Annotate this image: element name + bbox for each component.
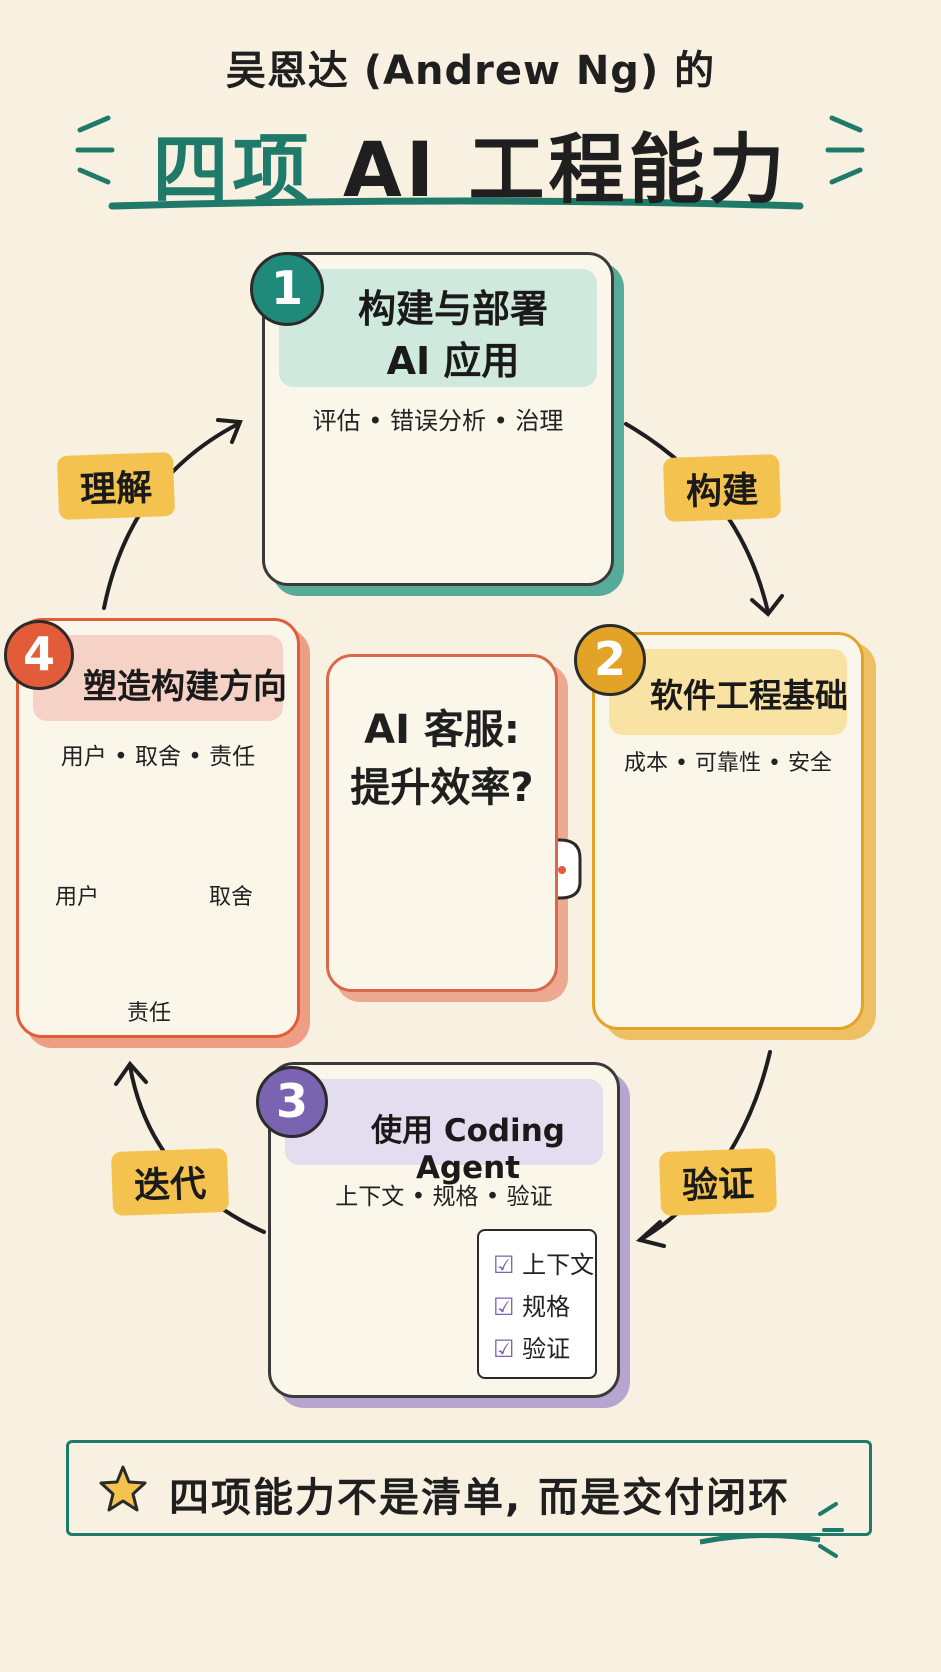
tag-verify: 验证 (658, 1147, 778, 1217)
card-subtitle: 上下文 • 规格 • 验证 (335, 1184, 553, 1210)
star-icon (99, 1465, 147, 1512)
badge-1: 1 (250, 252, 324, 326)
card-title: 构建与部署 AI 应用 (357, 287, 548, 383)
checklist-item: ☑ 上下文 (493, 1251, 595, 1279)
card-coding-agent: 使用 Coding Agent 上下文 • 规格 • 验证 ☑ 上下文 ☑ 规格… (268, 1062, 620, 1398)
checkbox-checked-icon: ☑ (493, 1335, 515, 1363)
label-responsibility: 责任 (127, 1001, 172, 1026)
tag-build: 构建 (662, 453, 782, 523)
arrow-iterate-head (114, 1060, 148, 1086)
title-dash-left-icon (75, 115, 115, 185)
page-subtitle: 吴恩达 (Andrew Ng) 的 (225, 48, 716, 94)
center-question-card: AI 客服: 提升效率? (326, 654, 558, 992)
arrow-verify-head (635, 1220, 666, 1248)
badge-4: 4 (4, 620, 74, 690)
card-subtitle: 成本 • 可靠性 • 安全 (624, 751, 832, 776)
card-subtitle: 评估 • 错误分析 • 治理 (312, 407, 564, 435)
badge-2: 2 (574, 624, 646, 696)
title-underline (108, 197, 804, 210)
title-dash-right-icon (825, 115, 865, 185)
footer-text: 四项能力不是清单, 而是交付闭环 (169, 1475, 791, 1521)
badge-3: 3 (256, 1066, 328, 1138)
center-question: AI 客服: 提升效率? (350, 707, 534, 811)
label-tradeoff: 取舍 (209, 885, 254, 910)
card-header (285, 1079, 603, 1165)
checklist-item: ☑ 规格 (493, 1293, 571, 1321)
card-title: 使用 Coding Agent (371, 1113, 565, 1186)
checkbox-checked-icon: ☑ (493, 1251, 515, 1279)
card-software-engineering: 软件工程基础 成本 • 可靠性 • 安全 (592, 632, 864, 1030)
title-highlight: 四项 (152, 125, 313, 214)
arrow-build-head (750, 594, 784, 617)
card-header (609, 649, 847, 735)
card-title: 塑造构建方向 (83, 667, 287, 707)
arrow-understand-head (216, 418, 243, 444)
label-users: 用户 (55, 885, 100, 910)
tag-understand: 理解 (56, 451, 176, 521)
page-title: 四项 AI 工程能力 (0, 108, 941, 218)
footer-banner: 四项能力不是清单, 而是交付闭环 (66, 1440, 872, 1536)
card-header (33, 635, 283, 721)
card-title: 软件工程基础 (650, 676, 848, 715)
checkbox-checked-icon: ☑ (493, 1293, 515, 1321)
card-subtitle: 用户 • 取舍 • 责任 (60, 744, 256, 770)
title-rest: AI 工程能力 (342, 125, 789, 214)
checklist: ☑ 上下文 ☑ 规格 ☑ 验证 (477, 1229, 597, 1379)
card-shape-direction: 塑造构建方向 用户 • 取舍 • 责任 用户 取舍 责任 (16, 618, 300, 1038)
tag-iterate: 迭代 (110, 1147, 230, 1217)
card-header (279, 269, 597, 387)
card-build-deploy: 构建与部署 AI 应用 评估 • 错误分析 • 治理 (262, 252, 614, 586)
checklist-item: ☑ 验证 (493, 1335, 571, 1363)
